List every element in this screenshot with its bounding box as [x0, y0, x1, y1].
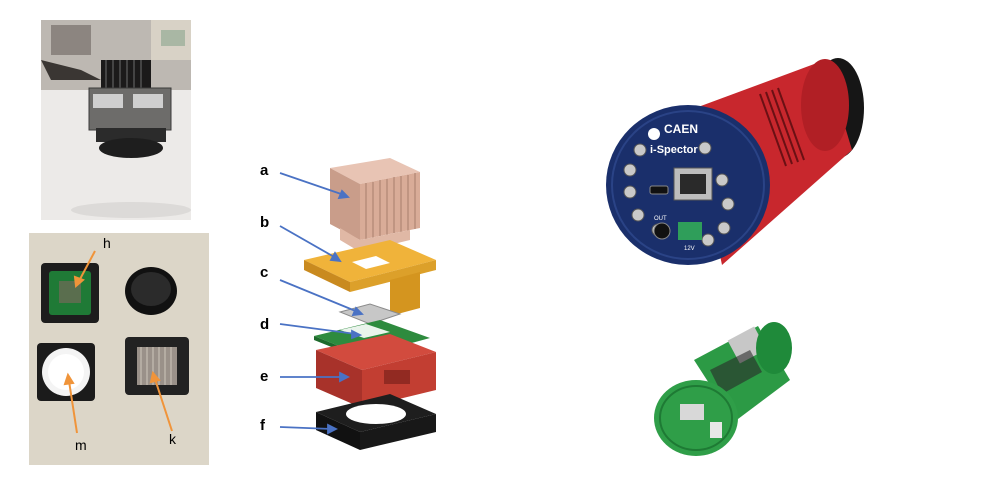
usb-port: [649, 185, 669, 195]
pcb-photo: [650, 310, 800, 460]
brand-text: CAEN: [664, 122, 698, 136]
frame-part: [304, 240, 436, 316]
camera-photo: CAEN i-Spector OUT 12V: [600, 50, 870, 280]
model-text: i-Spector: [650, 144, 698, 156]
orange-arrows: [63, 250, 173, 434]
label-h: h: [103, 235, 111, 251]
label-b: b: [260, 214, 270, 231]
heatsink-part: [330, 158, 420, 252]
label-e: e: [260, 368, 269, 385]
power-jack: [653, 222, 671, 240]
parts-photo-drawing: [29, 233, 209, 465]
housing-part: [316, 334, 436, 408]
exploded-drawing: [279, 158, 436, 450]
module-photo: [41, 20, 191, 220]
label-a: a: [260, 162, 269, 179]
label-d: d: [260, 316, 270, 333]
camera-drawing: CAEN i-Spector OUT 12V: [606, 58, 864, 265]
board-chip: [680, 404, 704, 420]
ring-part: [316, 394, 436, 450]
terminal-block: [678, 222, 702, 240]
caen-logo-icon: [648, 128, 660, 140]
pcb-drawing: [654, 322, 792, 456]
module-photo-drawing: [41, 20, 191, 220]
blue-arrows: [279, 172, 364, 435]
volt-text: 12V: [684, 246, 695, 252]
screws: [623, 141, 735, 247]
label-c: c: [260, 264, 269, 281]
label-k: k: [169, 431, 176, 447]
parts-photo: h m k: [29, 233, 209, 465]
label-m: m: [75, 437, 87, 453]
exploded-view: a b c d e f: [240, 140, 460, 460]
out-text: OUT: [654, 216, 667, 222]
label-f: f: [260, 417, 265, 434]
